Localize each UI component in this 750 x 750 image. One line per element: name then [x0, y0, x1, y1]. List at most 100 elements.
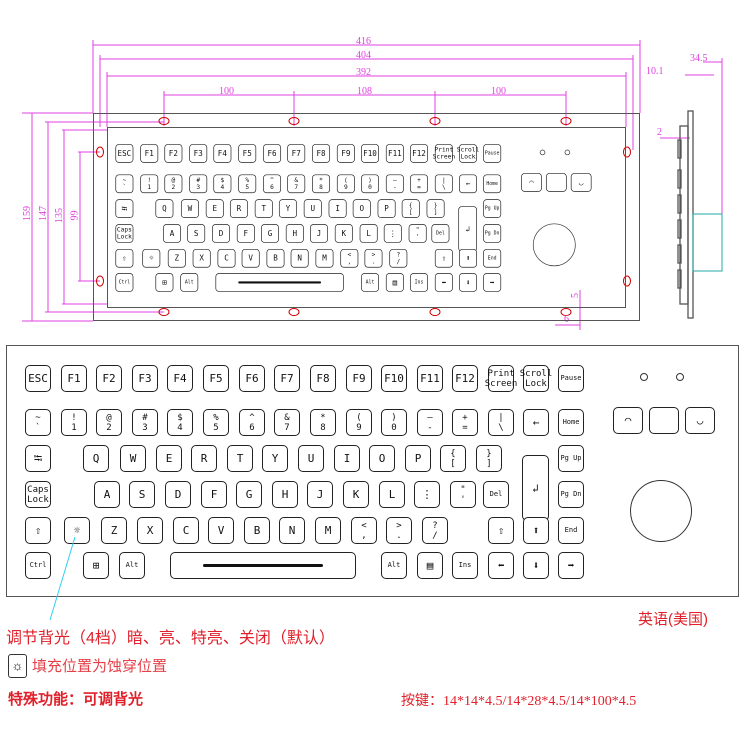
- key--[interactable]: &7: [274, 409, 300, 436]
- key-del[interactable]: Del: [483, 481, 509, 508]
- key--[interactable]: ⋮: [414, 481, 440, 508]
- key-ctrl[interactable]: Ctrl: [25, 552, 51, 579]
- key--[interactable]: ☼: [64, 517, 90, 544]
- key--[interactable]: ➡: [558, 552, 584, 579]
- key-label: —: [427, 412, 433, 423]
- key--[interactable]: ⊞: [83, 552, 109, 579]
- key-n[interactable]: N: [279, 517, 305, 544]
- key-u[interactable]: U: [298, 445, 324, 472]
- key-x[interactable]: X: [137, 517, 163, 544]
- key--[interactable]: ?/: [422, 517, 448, 544]
- trackball[interactable]: [630, 480, 692, 542]
- key-label: Alt: [387, 561, 401, 569]
- mouse-button[interactable]: [649, 407, 679, 434]
- key-f10[interactable]: F10: [381, 365, 407, 392]
- key-h[interactable]: H: [272, 481, 298, 508]
- key-z: Z: [167, 248, 186, 268]
- key-o[interactable]: O: [369, 445, 395, 472]
- key--[interactable]: *8: [310, 409, 336, 436]
- key--[interactable]: #3: [132, 409, 158, 436]
- key-k[interactable]: K: [343, 481, 369, 508]
- key-f12[interactable]: F12: [452, 365, 478, 392]
- key-i[interactable]: I: [334, 445, 360, 472]
- key--[interactable]: (9: [346, 409, 372, 436]
- key-end[interactable]: End: [558, 517, 584, 544]
- key-f5[interactable]: F5: [203, 365, 229, 392]
- key--[interactable]: —-: [417, 409, 443, 436]
- key--[interactable]: "': [450, 481, 476, 508]
- key-home[interactable]: Home: [558, 409, 584, 436]
- key-blank[interactable]: [170, 552, 356, 579]
- key--: >.: [364, 248, 383, 268]
- key--[interactable]: %5: [203, 409, 229, 436]
- key-pg-up[interactable]: Pg Up: [558, 445, 584, 472]
- key-a[interactable]: A: [94, 481, 120, 508]
- key-f1[interactable]: F1: [61, 365, 87, 392]
- key-label: %: [245, 176, 250, 184]
- key-f8[interactable]: F8: [310, 365, 336, 392]
- key-alt[interactable]: Alt: [119, 552, 145, 579]
- key--[interactable]: ^6: [239, 409, 265, 436]
- key-plate: [107, 127, 626, 308]
- key-t[interactable]: T: [227, 445, 253, 472]
- key-s[interactable]: S: [129, 481, 155, 508]
- key-d[interactable]: D: [165, 481, 191, 508]
- key-f[interactable]: F: [201, 481, 227, 508]
- key--[interactable]: +=: [452, 409, 478, 436]
- key-r[interactable]: R: [191, 445, 217, 472]
- key--[interactable]: $4: [167, 409, 193, 436]
- dim-2: 2: [657, 127, 662, 138]
- key-e[interactable]: E: [156, 445, 182, 472]
- key-q[interactable]: Q: [83, 445, 109, 472]
- key-p[interactable]: P: [405, 445, 431, 472]
- key-l[interactable]: L: [379, 481, 405, 508]
- key--: ⬇: [459, 273, 477, 292]
- key-z[interactable]: Z: [101, 517, 127, 544]
- key-esc[interactable]: ESC: [25, 365, 51, 392]
- key-c[interactable]: C: [173, 517, 199, 544]
- key-w[interactable]: W: [120, 445, 146, 472]
- key--[interactable]: ⭾: [25, 445, 51, 472]
- key--[interactable]: ⇧: [25, 517, 51, 544]
- key--[interactable]: }]: [476, 445, 502, 472]
- key--[interactable]: ⇧: [488, 517, 514, 544]
- key--[interactable]: ⬅: [488, 552, 514, 579]
- key--[interactable]: ⬆: [523, 517, 549, 544]
- key--[interactable]: ↲: [522, 455, 549, 521]
- key-alt[interactable]: Alt: [381, 552, 407, 579]
- key-f3[interactable]: F3: [132, 365, 158, 392]
- key-f4[interactable]: F4: [167, 365, 193, 392]
- key-j[interactable]: J: [307, 481, 333, 508]
- key-f9[interactable]: F9: [346, 365, 372, 392]
- key-g[interactable]: G: [236, 481, 262, 508]
- key--[interactable]: !1: [61, 409, 87, 436]
- key--[interactable]: ⬇: [523, 552, 549, 579]
- key-label: K: [341, 228, 347, 238]
- key-pg-dn[interactable]: Pg Dn: [558, 481, 584, 508]
- key-f6[interactable]: F6: [239, 365, 265, 392]
- key-ins[interactable]: Ins: [452, 552, 478, 579]
- key-x: X: [192, 248, 211, 268]
- key-b[interactable]: B: [244, 517, 270, 544]
- key--[interactable]: ~`: [25, 409, 51, 436]
- key-f11[interactable]: F11: [417, 365, 443, 392]
- key--[interactable]: )0: [381, 409, 407, 436]
- key-f7[interactable]: F7: [274, 365, 300, 392]
- key--[interactable]: ←: [523, 409, 549, 436]
- key-y[interactable]: Y: [262, 445, 288, 472]
- key-f2[interactable]: F2: [96, 365, 122, 392]
- key-pause[interactable]: Pause: [558, 365, 584, 392]
- key--[interactable]: {[: [440, 445, 466, 472]
- key--[interactable]: |\: [488, 409, 514, 436]
- key--[interactable]: <,: [351, 517, 377, 544]
- key-m[interactable]: M: [315, 517, 341, 544]
- key-v[interactable]: V: [208, 517, 234, 544]
- key--[interactable]: ▤: [417, 552, 443, 579]
- mouse-button[interactable]: ◡: [685, 407, 715, 434]
- key--[interactable]: >.: [386, 517, 412, 544]
- mouse-button[interactable]: ◠: [613, 407, 643, 434]
- key--[interactable]: @2: [96, 409, 122, 436]
